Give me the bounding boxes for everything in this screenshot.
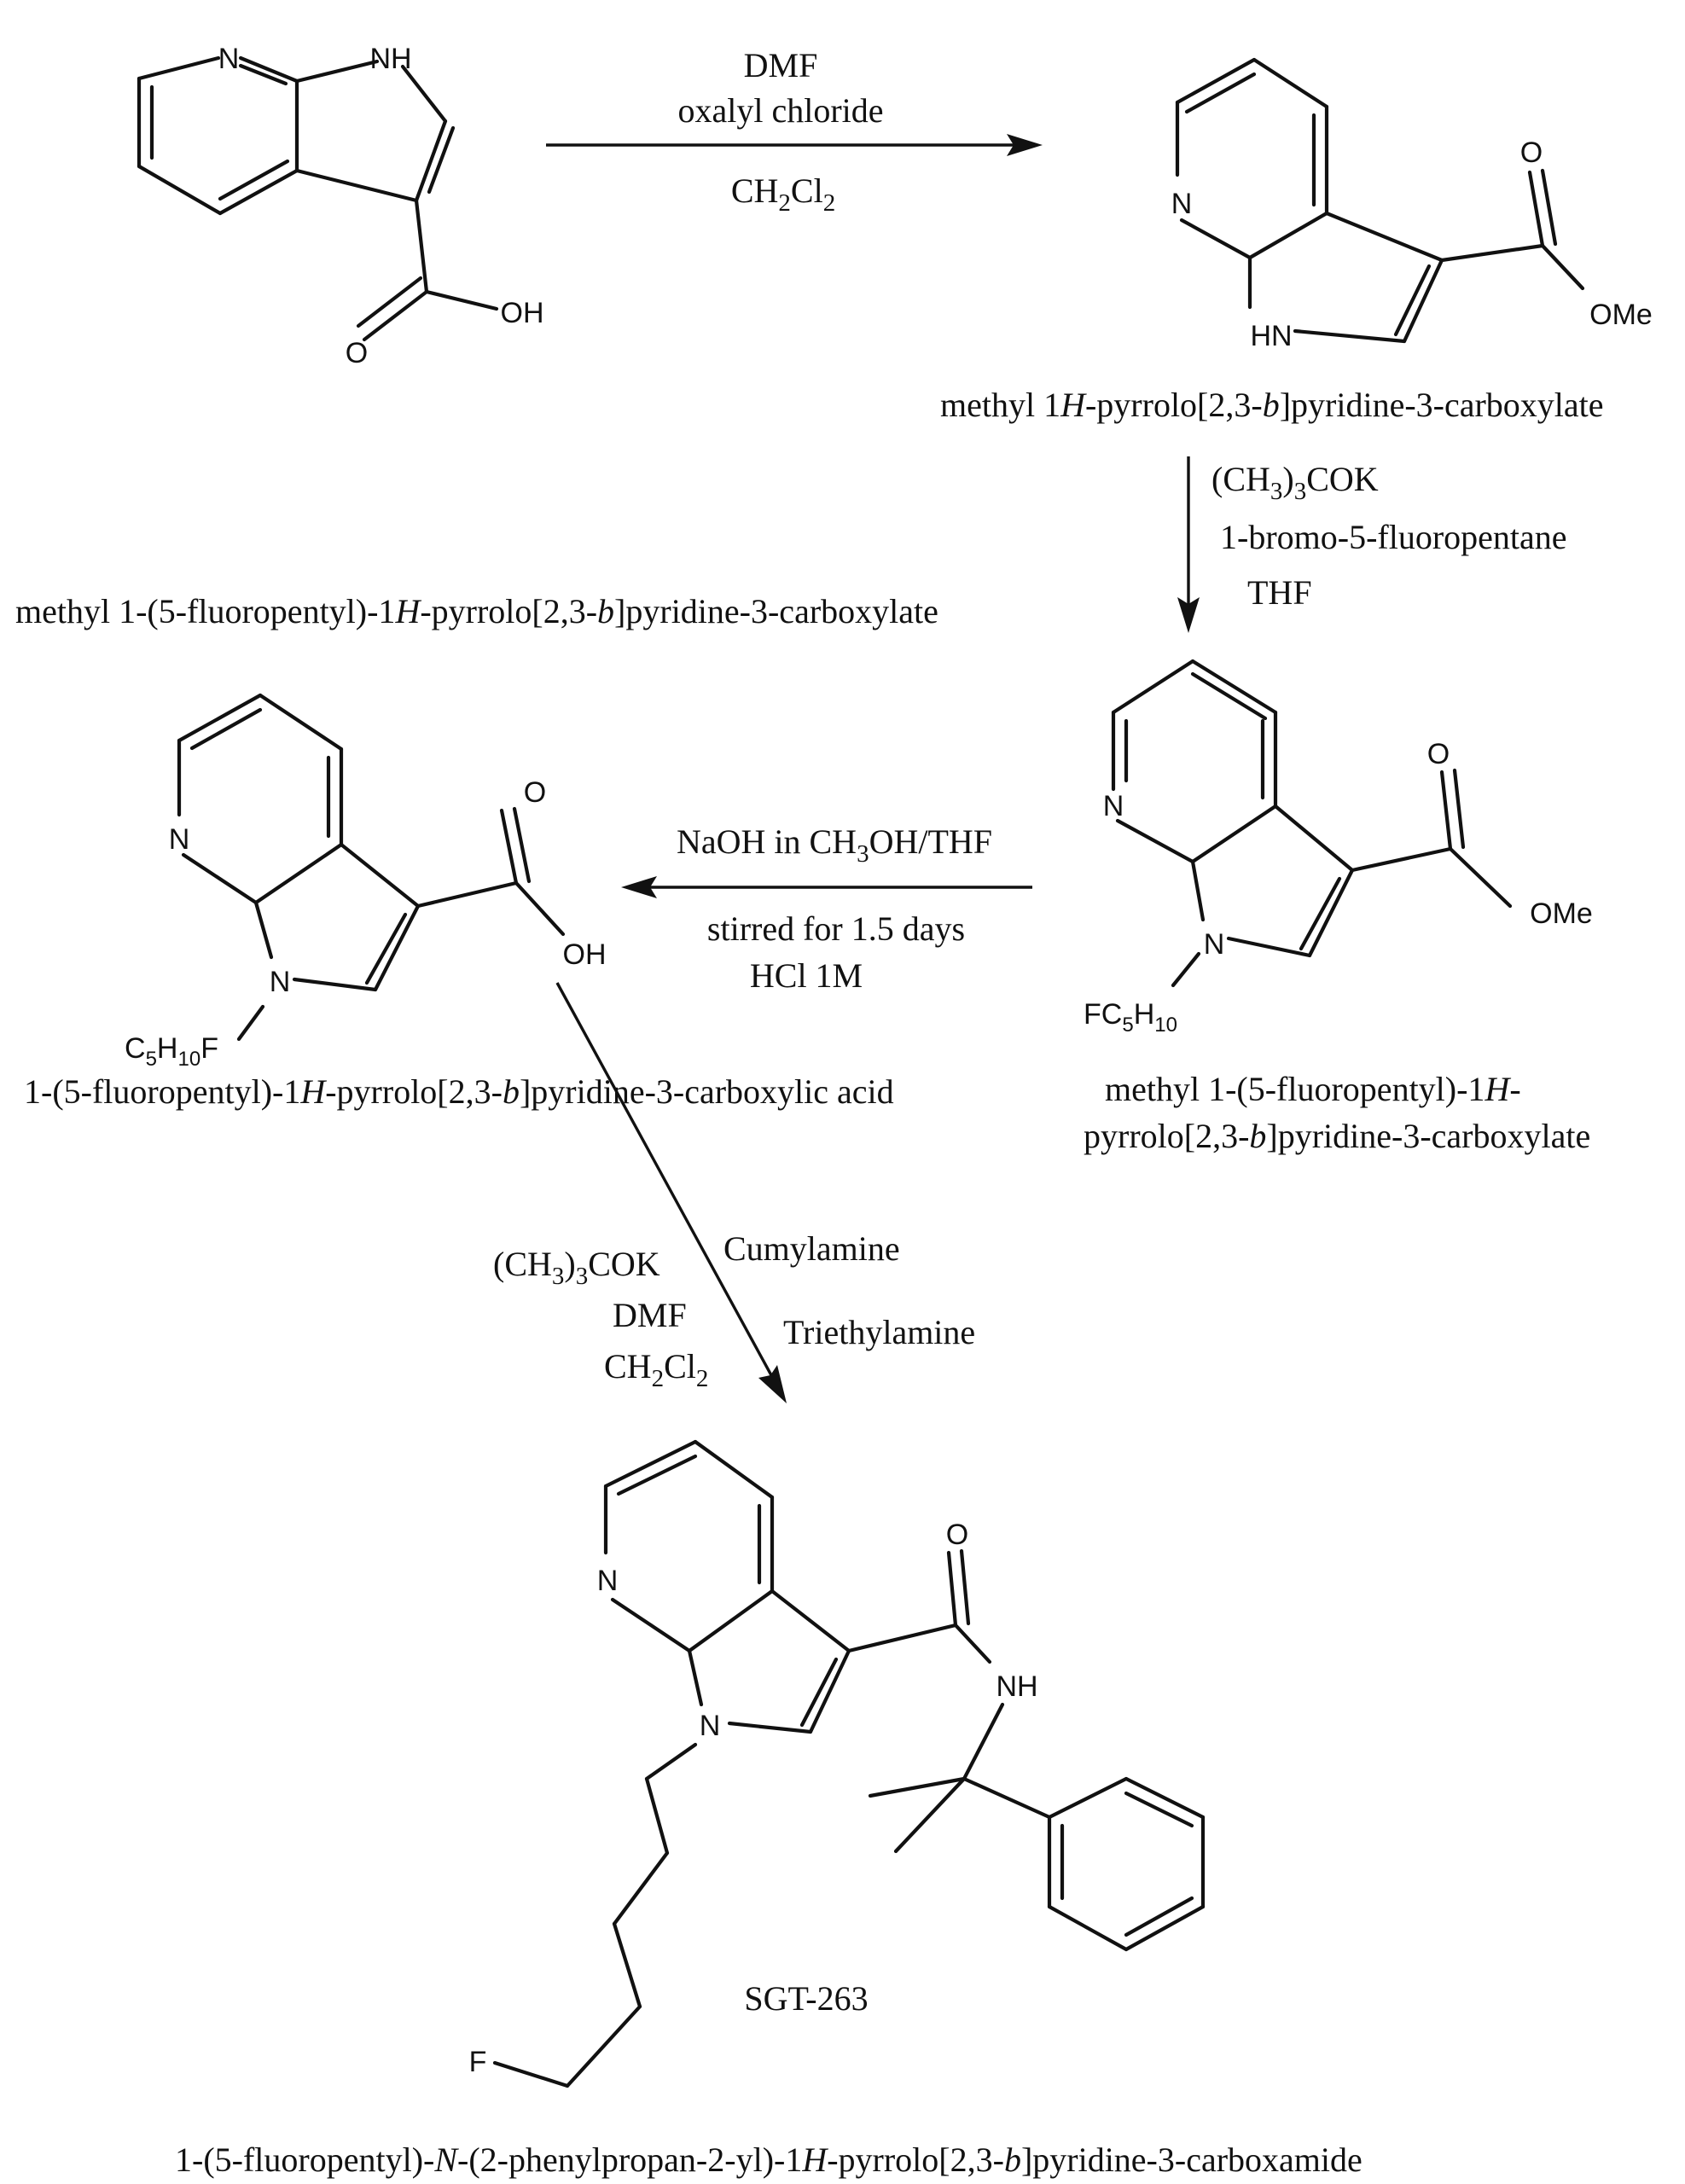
reagent-thf: THF [1247, 573, 1312, 612]
atom-o-carbonyl: O [524, 776, 546, 809]
atom-f-fluorine: F [469, 2046, 487, 2078]
atom-o-carbonyl: O [946, 1519, 968, 1551]
name-alkylated-ester-line-1: methyl 1-(5-fluoropentyl)-1H- [1105, 1070, 1521, 1108]
reagent-oxalyl-chloride: oxalyl chloride [677, 91, 883, 130]
atom-oh-hydroxyl: OH [501, 297, 544, 329]
atom-o-carbonyl: O [1427, 738, 1450, 770]
structure-methyl-ester [1175, 57, 1585, 344]
atom-n-pyridine: N [169, 823, 190, 856]
reagent-1-bromo-5-fluoropentane: 1-bromo-5-fluoropentane [1220, 518, 1567, 556]
arrow-step-4 [555, 982, 787, 1403]
atom-n-pyridine: N [1171, 188, 1193, 220]
atom-nh-pyrrole: NH [369, 43, 411, 75]
arrow-step-2 [1177, 456, 1200, 633]
atom-n-pyrrole: N [270, 966, 291, 998]
compound-alkylated-acid: N N O OH C5H10F 1-(5-fluoropentyl)-1H-py… [24, 693, 894, 1111]
atom-o-carbonyl: O [1520, 136, 1543, 169]
name-methyl-ester: methyl 1H-pyrrolo[2,3-b]pyridine-3-carbo… [940, 386, 1604, 424]
atom-o-carbonyl: O [346, 337, 368, 369]
structure-carboxylic-acid [137, 55, 499, 342]
reagent-dmf: DMF [744, 46, 818, 84]
arrow-step-3 [621, 876, 1032, 898]
atom-ome-methoxy: OMe [1589, 299, 1653, 331]
reagent-dichloromethane: CH2Cl2 [731, 171, 835, 217]
atom-hn-pyrrole: HN [1250, 320, 1292, 352]
structure-alkylated-ester [1111, 659, 1513, 988]
name-alkylated-ester-line-2: pyrrolo[2,3-b]pyridine-3-carboxylate [1084, 1117, 1590, 1155]
reagent-stirring-time: stirred for 1.5 days [707, 909, 965, 948]
atom-n-pyridine: N [597, 1565, 619, 1597]
atom-ome-methoxy: OMe [1530, 897, 1593, 930]
reagent-potassium-tert-butoxide: (CH3)3COK [493, 1245, 660, 1290]
reagent-dmf: DMF [613, 1296, 687, 1334]
reagent-sodium-hydroxide: NaOH in CH3OH/THF [677, 822, 992, 868]
atom-n-pyrrole: N [700, 1710, 721, 1742]
atom-fluoropentyl-chain: C5H10F [125, 1032, 218, 1071]
reagent-dichloromethane: CH2Cl2 [604, 1347, 708, 1392]
atom-nh-amide: NH [996, 1670, 1037, 1703]
arrow-step-1 [546, 134, 1043, 156]
reagent-hydrochloric-acid: HCl 1M [750, 956, 863, 995]
compound-alkylated-ester: N N O OMe FC5H10 methyl 1-(5-fluoropenty… [1084, 659, 1593, 1155]
structure-sgt-263 [492, 1439, 1206, 2088]
reagent-cumylamine: Cumylamine [723, 1229, 900, 1268]
floating-compound-name: methyl 1-(5-fluoropentyl)-1H-pyrrolo[2,3… [15, 592, 938, 630]
atom-n-pyridine: N [1103, 790, 1124, 822]
structure-alkylated-acid [177, 693, 566, 1042]
compound-carboxylic-acid: N NH O OH [137, 43, 544, 369]
compound-sgt-263: N N O NH F SGT-263 1-(5-fluoropentyl)-N-… [175, 1439, 1363, 2179]
compound-code: SGT-263 [744, 1979, 868, 2018]
atom-n-pyrrole: N [1204, 928, 1225, 961]
atom-oh-hydroxyl: OH [563, 938, 607, 971]
compound-methyl-ester: N HN O OMe methyl 1H-pyrrolo[2,3-b]pyrid… [940, 57, 1653, 424]
atom-fluoropentyl-chain: FC5H10 [1084, 998, 1177, 1037]
name-sgt-263: 1-(5-fluoropentyl)-N-(2-phenylpropan-2-y… [175, 2140, 1363, 2179]
reagent-potassium-tert-butoxide: (CH3)3COK [1211, 460, 1379, 505]
reagent-triethylamine: Triethylamine [783, 1313, 975, 1351]
name-alkylated-acid: 1-(5-fluoropentyl)-1H-pyrrolo[2,3-b]pyri… [24, 1072, 894, 1111]
atom-n-pyridine: N [218, 43, 240, 75]
